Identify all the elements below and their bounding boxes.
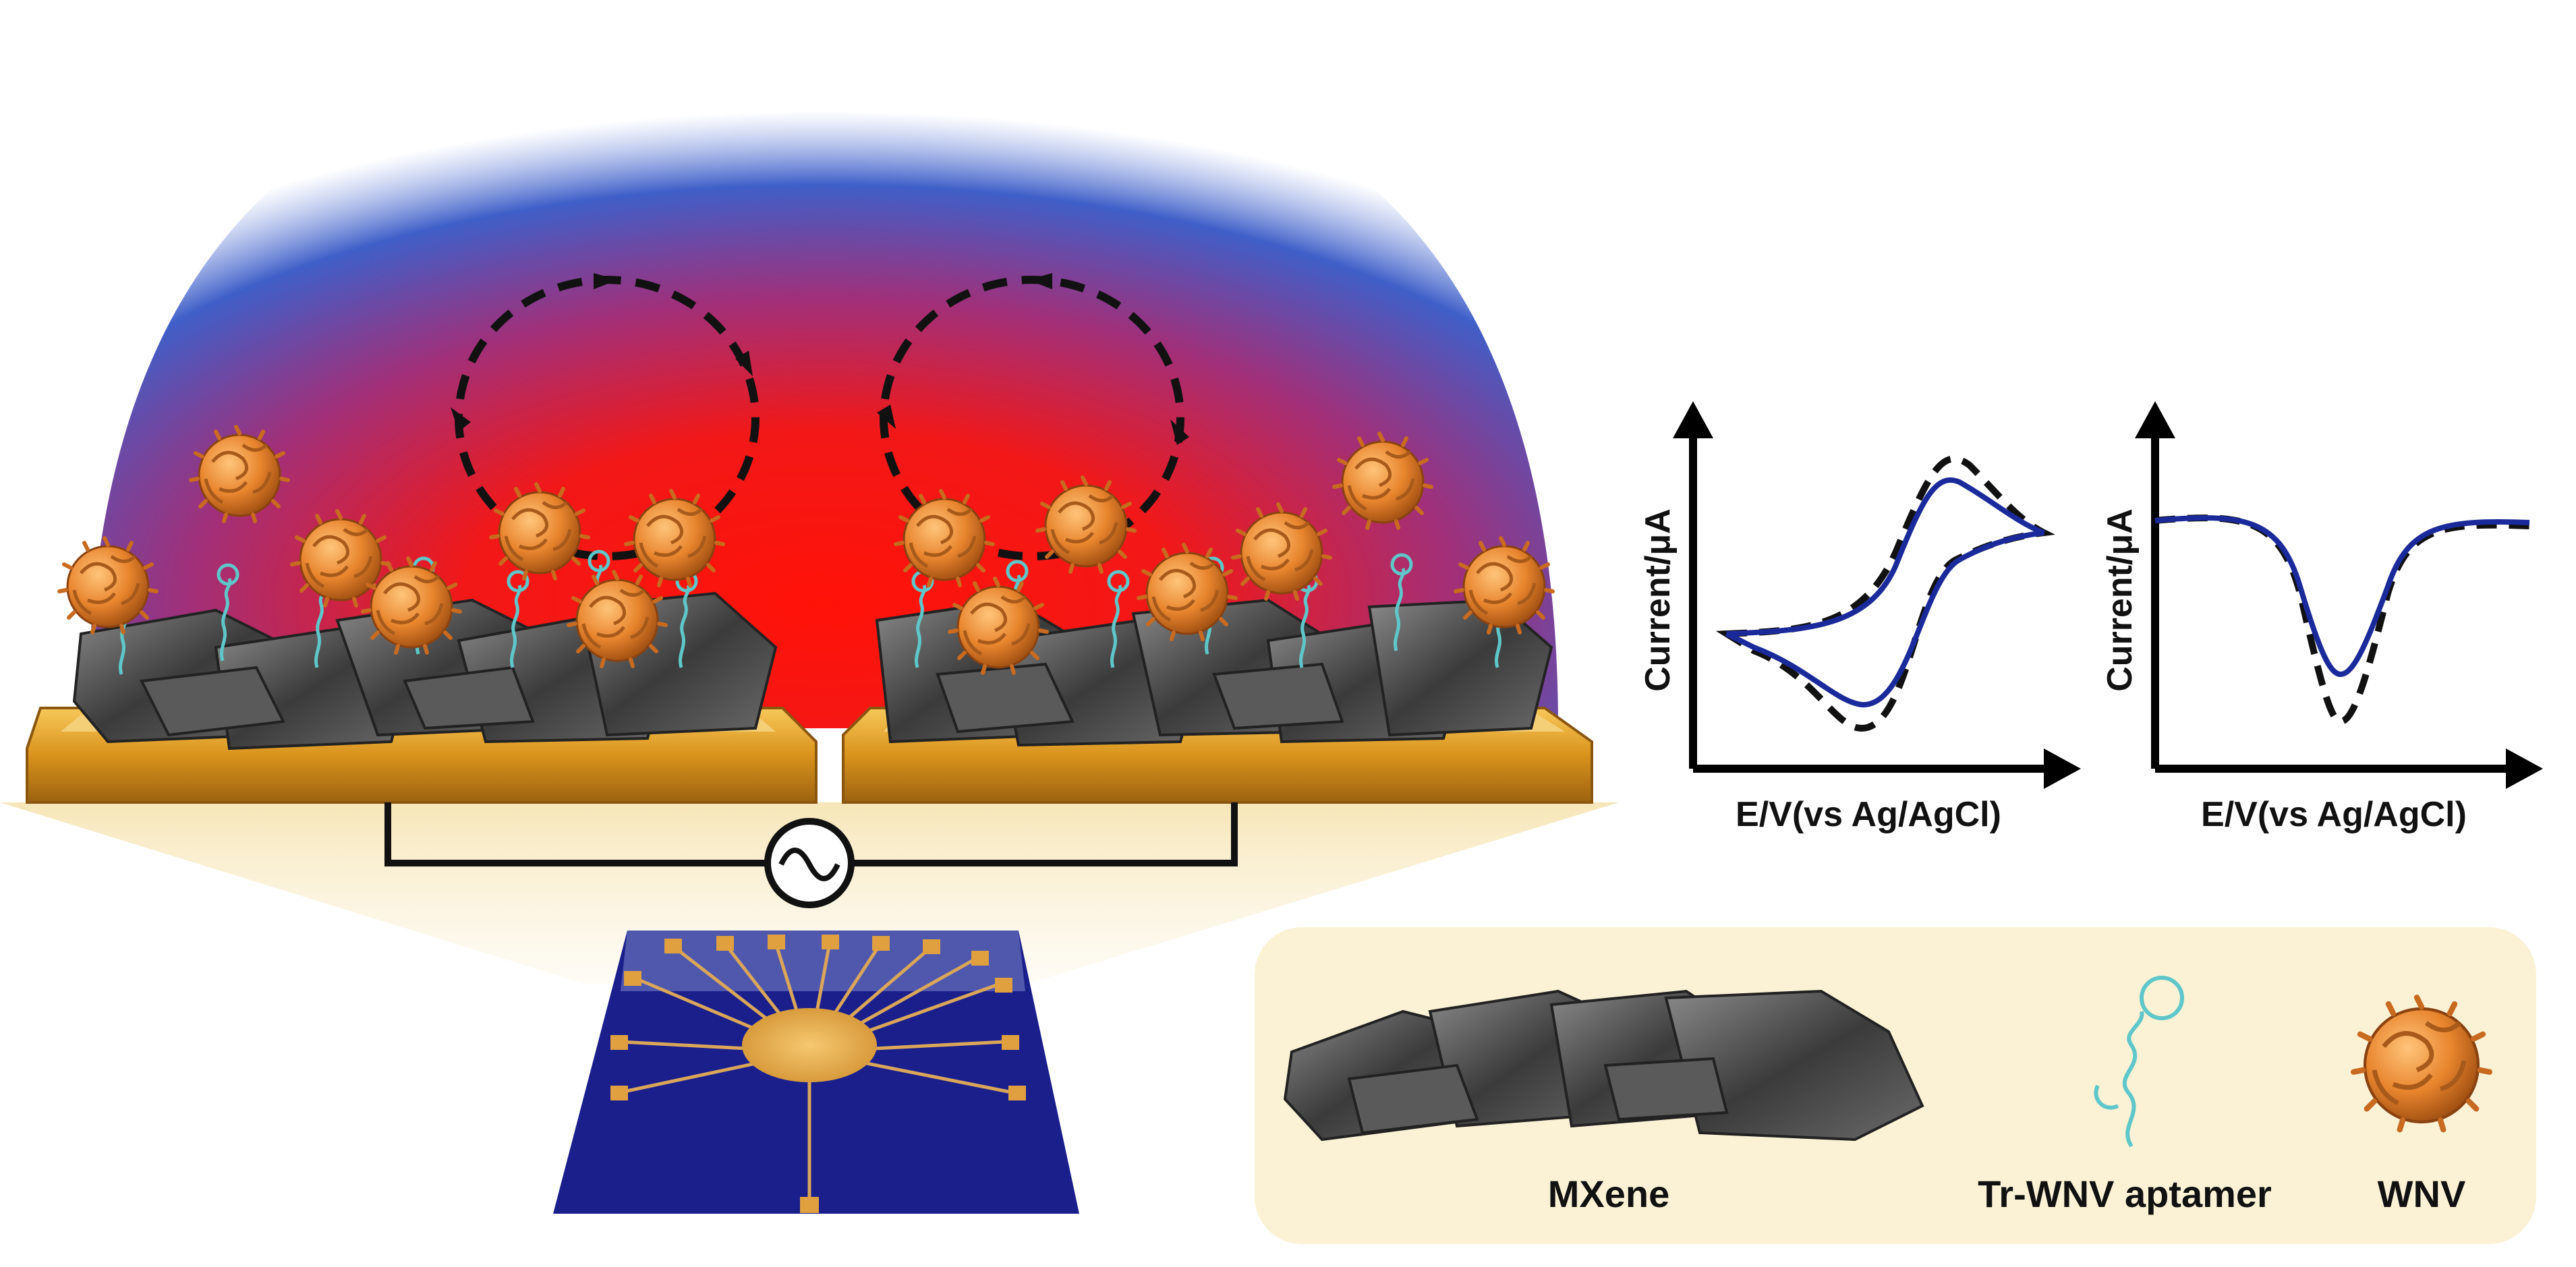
ac-voltage-source-icon: [768, 821, 851, 905]
sensor-chip: [553, 931, 1079, 1214]
cv-y-axis-label: Current/μA: [1638, 508, 1678, 692]
dpv-solid-curve: [2155, 518, 2529, 674]
dpv-axes: [2155, 432, 2513, 769]
cv-y-arrow: [1673, 401, 1713, 438]
cv-solid-curve: [1727, 480, 2044, 705]
legend-label-wnv: WNV: [2378, 1173, 2466, 1215]
dpv-y-axis-label: Current/μA: [2100, 508, 2140, 692]
legend-label-aptamer: Tr-WNV aptamer: [1978, 1173, 2272, 1215]
cv-x-axis-label: E/V(vs Ag/AgCl): [1736, 795, 2001, 834]
cv-dashed-curve: [1727, 459, 2044, 728]
sensing-field-dome: [88, 27, 1558, 728]
dpv-x-axis-label: E/V(vs Ag/AgCl): [2201, 795, 2467, 834]
cv-x-arrow: [2044, 748, 2081, 789]
dpv-dashed-curve: [2155, 518, 2529, 721]
dpv-y-arrow: [2135, 401, 2175, 438]
legend-panel: MXene Tr-WNV aptamer WNV: [1255, 927, 2536, 1244]
dpv-x-arrow: [2506, 748, 2543, 789]
cv-graph: Current/μA E/V(vs Ag/AgCl): [1638, 401, 2081, 834]
dpv-graph: Current/μA E/V(vs Ag/AgCl): [2100, 401, 2543, 834]
legend-label-mxene: MXene: [1548, 1173, 1670, 1215]
